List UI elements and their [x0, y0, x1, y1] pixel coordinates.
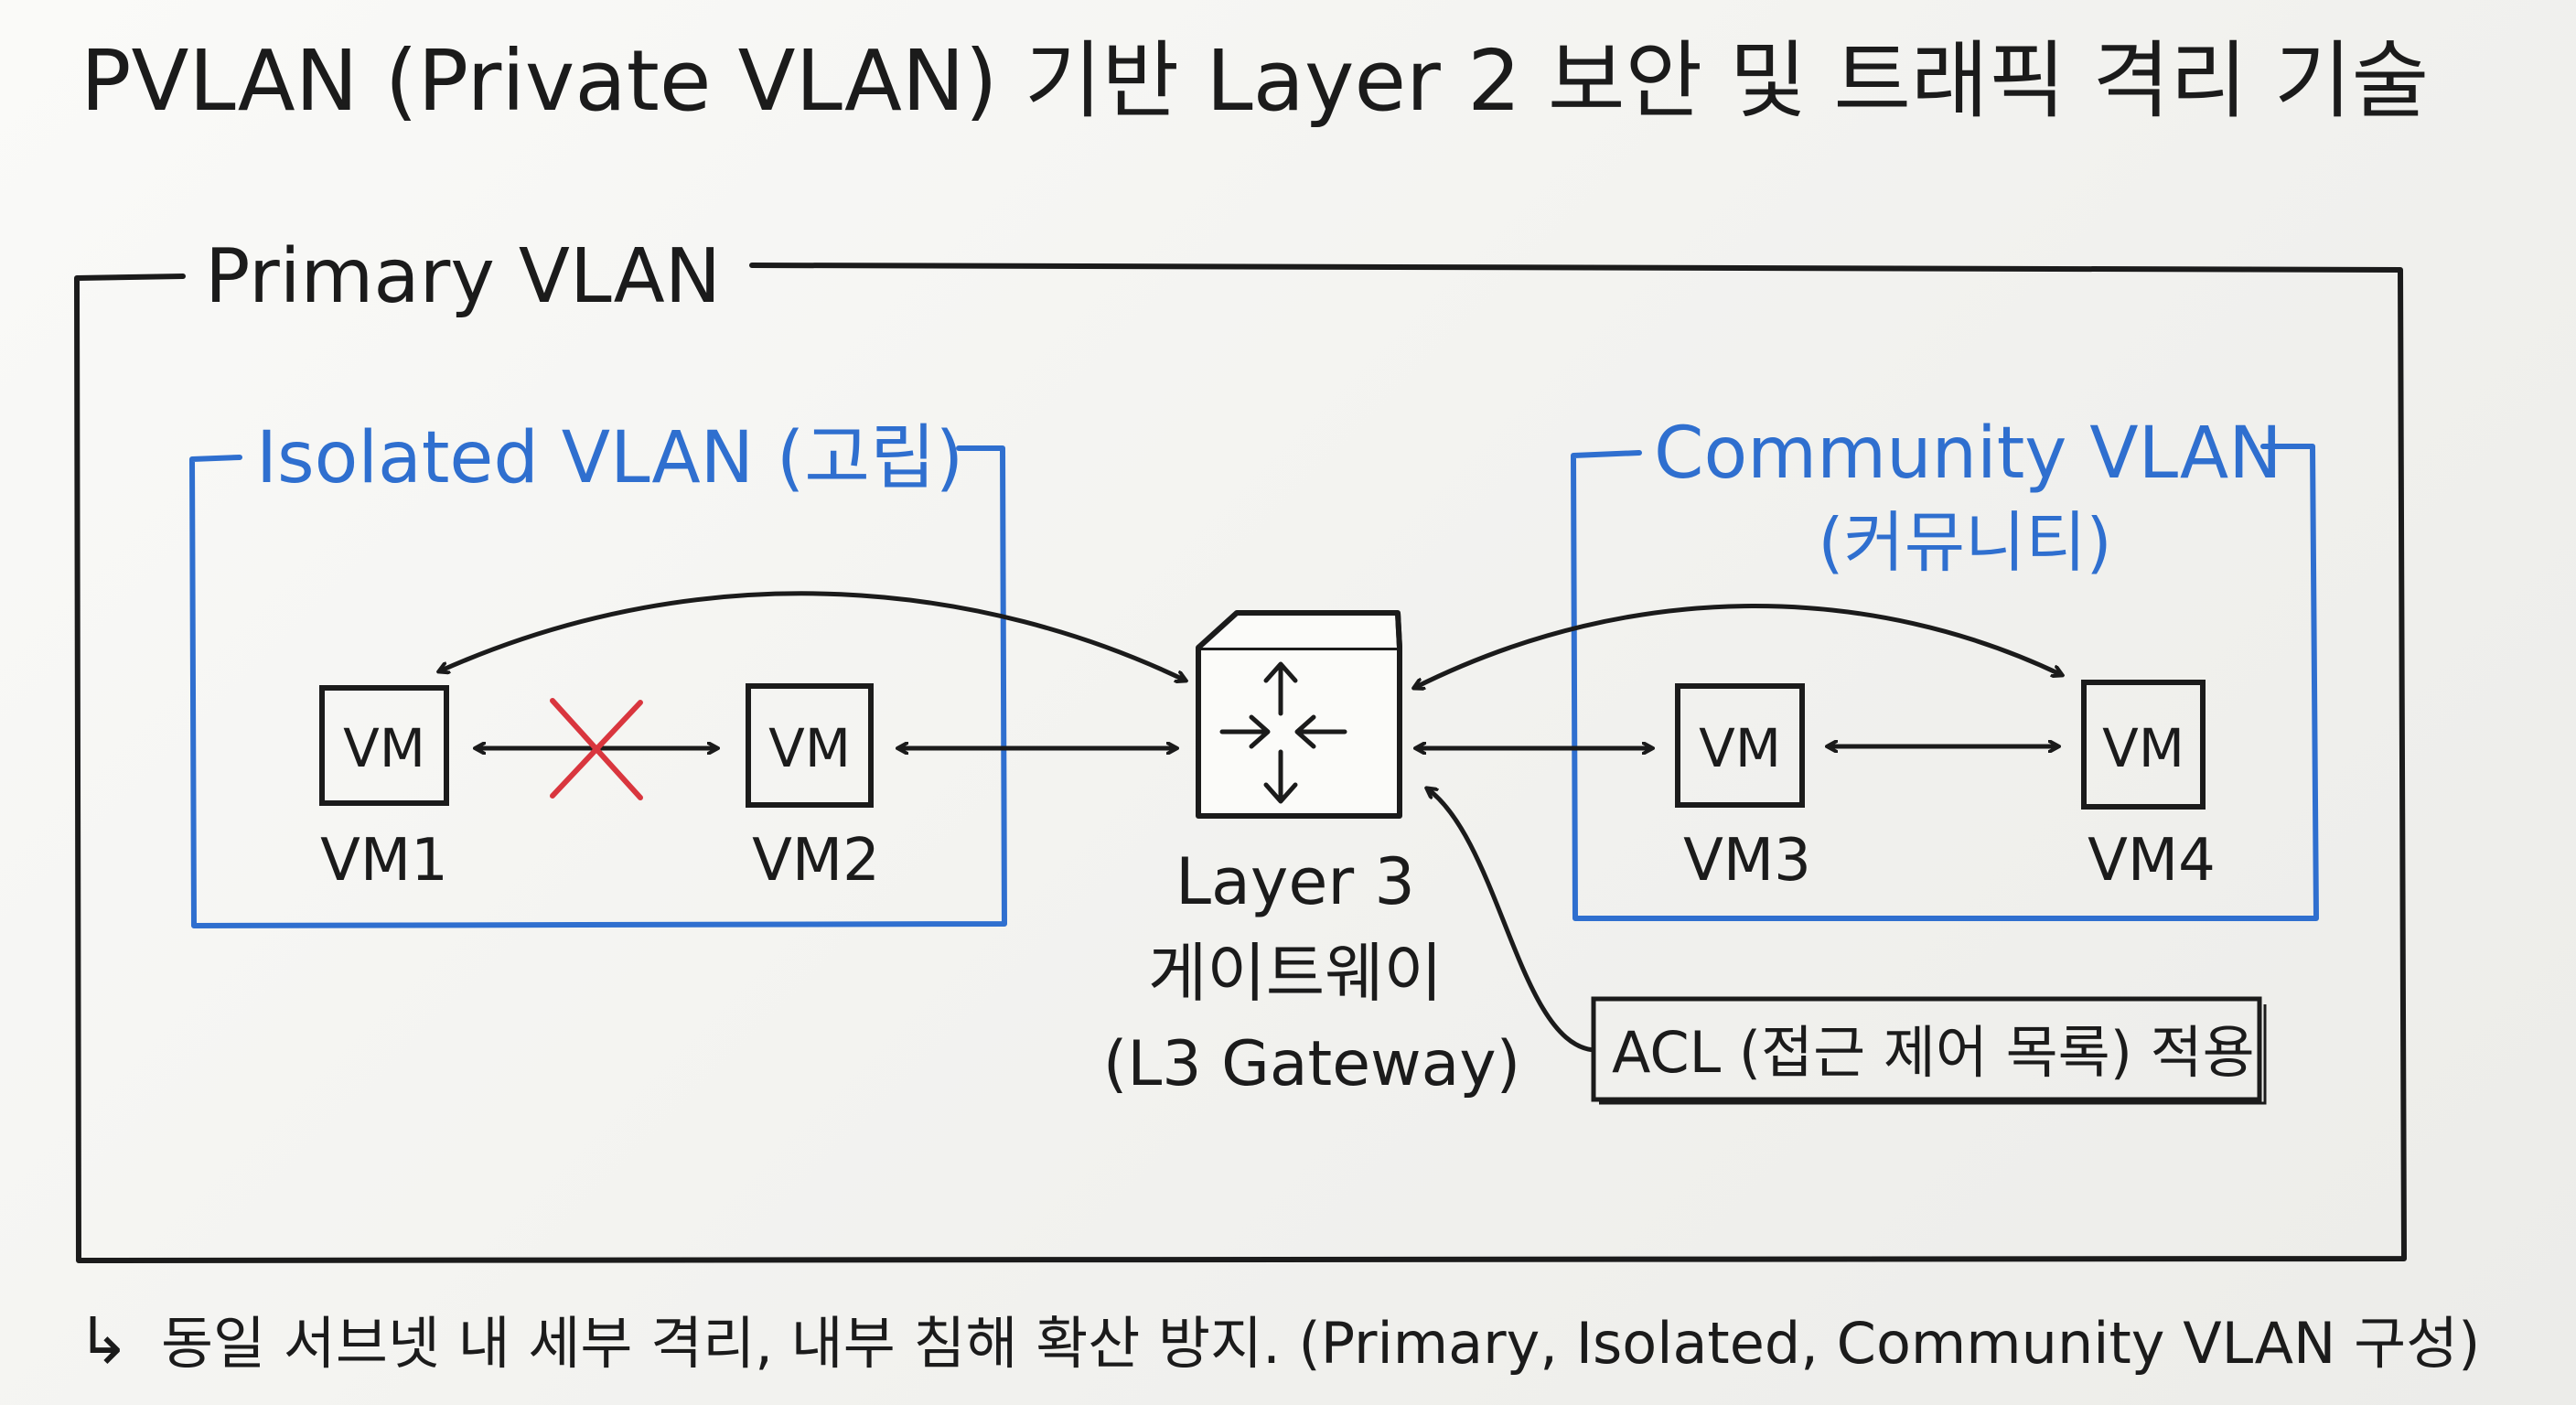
vm-box — [2081, 680, 2206, 810]
vm-name: VM2 — [752, 827, 880, 895]
community-vlan-frame — [1571, 444, 2319, 921]
vm-name: VM4 — [2088, 827, 2216, 895]
vm-node-1: VM VM1 — [319, 685, 449, 895]
vm1-gateway-curve-arrow — [439, 591, 1186, 681]
vm-node-4: VM VM4 — [2081, 680, 2216, 895]
vm-box — [319, 685, 449, 806]
acl-box: ACL (접근 제어 목록) 적용 — [1591, 996, 2267, 1105]
gateway-vm4-curve-arrow — [1414, 604, 2062, 688]
vm-name: VM3 — [1683, 827, 1811, 895]
vm-name: VM1 — [320, 827, 448, 895]
blocked-x-icon — [550, 698, 643, 800]
gateway-label-line3: (L3 Gateway) — [1103, 1028, 1520, 1100]
primary-vlan-frame — [74, 263, 2407, 1263]
vm-box-label: VM — [343, 717, 425, 779]
community-vlan-label-line2: (커뮤니티) — [1818, 504, 2111, 581]
vm-box-label: VM — [1699, 717, 1781, 779]
vm-box — [746, 683, 874, 808]
isolated-vlan-label: Isolated VLAN (고립) — [256, 417, 963, 499]
isolated-vlan-frame — [189, 445, 1007, 928]
primary-vlan-label: Primary VLAN — [205, 233, 721, 320]
community-vlan-label-line1: Community VLAN — [1654, 413, 2282, 495]
gateway-label-line2: 게이트웨이 — [1148, 936, 1443, 1011]
gateway-label-line1: Layer 3 — [1175, 844, 1415, 919]
footer-arrow-icon: ↳ — [77, 1303, 131, 1378]
vm-box-label: VM — [768, 717, 851, 779]
layer3-switch-icon — [1196, 610, 1402, 819]
vm-node-2: VM VM2 — [746, 683, 880, 895]
page-title: PVLAN (Private VLAN) 기반 Layer 2 보안 및 트래픽… — [80, 32, 2429, 130]
vm-node-3: VM VM3 — [1675, 683, 1811, 895]
footer-text: 동일 서브넷 내 세부 격리, 내부 침해 확산 방지. (Primary, I… — [161, 1310, 2480, 1377]
acl-label: ACL (접근 제어 목록) 적용 — [1612, 1019, 2255, 1086]
vm-box-label: VM — [2102, 717, 2184, 779]
acl-gateway-arrow — [1427, 788, 1594, 1053]
